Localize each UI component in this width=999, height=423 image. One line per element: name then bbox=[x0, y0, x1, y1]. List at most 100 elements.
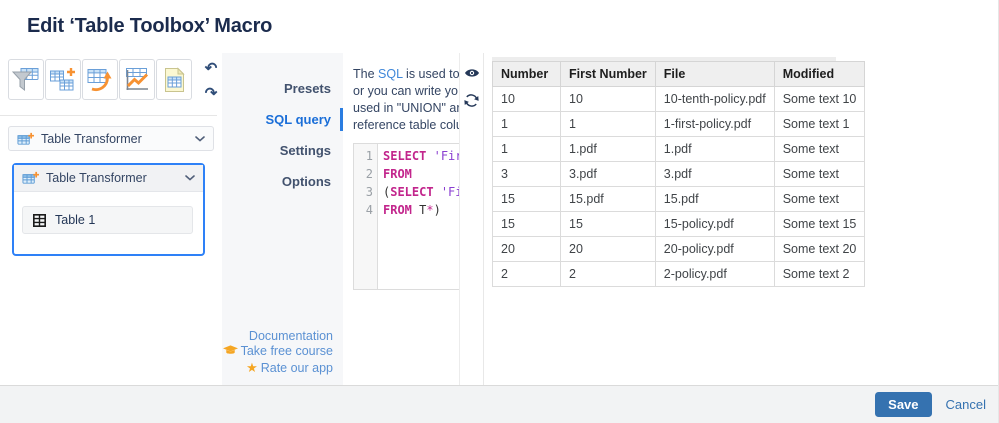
table-merger-icon bbox=[50, 67, 75, 90]
take-free-course-link-label: Take free course bbox=[240, 344, 333, 358]
nav-item-label: Presets bbox=[284, 81, 331, 96]
table-1-item[interactable]: Table 1 bbox=[22, 206, 193, 234]
documentation-link[interactable]: Documentation bbox=[223, 329, 333, 345]
table-cell: 15 bbox=[560, 211, 656, 237]
outer-dropdown-label: Table Transformer bbox=[41, 131, 142, 146]
table-cell: 20 bbox=[492, 236, 561, 262]
page-title: Edit ‘Table Toolbox’ Macro bbox=[27, 15, 273, 37]
table-cell: 3 bbox=[492, 161, 561, 187]
table-cell: 15.pdf bbox=[654, 186, 775, 212]
nav-item-label: SQL query bbox=[265, 112, 331, 127]
chart-from-table-icon bbox=[126, 67, 149, 90]
documentation-link-label: Documentation bbox=[248, 328, 333, 343]
dialog-footer: Save Cancel bbox=[0, 385, 998, 423]
sql-description-line: The SQL is used to bbox=[353, 66, 459, 83]
macro-structure-panel: ↶ ↷ Table Transformer bbox=[0, 53, 222, 385]
code-line: FROM T*) bbox=[383, 203, 441, 217]
table-filter-button[interactable] bbox=[8, 59, 44, 100]
table-excerpt-button[interactable] bbox=[156, 59, 192, 100]
nested-dropdown-label: Table Transformer bbox=[46, 171, 147, 185]
code-line: FROM bbox=[383, 167, 412, 181]
save-button[interactable]: Save bbox=[875, 392, 932, 417]
horizontal-scrollbar[interactable] bbox=[492, 57, 836, 61]
active-nav-indicator bbox=[340, 108, 343, 131]
table-grid-icon bbox=[33, 213, 46, 227]
table-cell: Some text bbox=[773, 186, 866, 212]
table-cell: Some text 10 bbox=[773, 86, 866, 112]
sql-doc-link[interactable]: SQL bbox=[378, 67, 403, 81]
sql-description-line: reference table colu bbox=[353, 118, 460, 132]
nav-item-sql-query[interactable]: SQL query bbox=[222, 104, 343, 135]
table-transformer-button[interactable] bbox=[82, 59, 118, 100]
table-cell: Some text bbox=[773, 136, 866, 162]
table-cell: 10 bbox=[492, 86, 561, 112]
table-merger-button[interactable] bbox=[45, 59, 81, 100]
nav-item-settings[interactable]: Settings bbox=[222, 135, 343, 166]
column-header: File bbox=[654, 61, 775, 87]
preview-eye-button[interactable] bbox=[463, 66, 481, 80]
graduation-cap-icon bbox=[222, 345, 238, 354]
table-cell: 20-policy.pdf bbox=[654, 236, 775, 262]
sql-description: The SQL is used to or you can write yo u… bbox=[353, 66, 459, 134]
chevron-down-icon bbox=[185, 175, 195, 181]
rate-our-app-link[interactable]: ★Rate our app bbox=[223, 360, 333, 377]
table-cell: 1.pdf bbox=[560, 136, 656, 162]
selected-macro-box: Table Transformer Table 1 bbox=[12, 163, 205, 256]
table-cell: 1 bbox=[492, 111, 561, 137]
table-cell: 3.pdf bbox=[560, 161, 656, 187]
chart-from-table-button[interactable] bbox=[119, 59, 155, 100]
description-text: The bbox=[353, 67, 379, 81]
nav-item-presets[interactable]: Presets bbox=[222, 73, 343, 104]
table-cell: 1 bbox=[492, 136, 561, 162]
table-cell: Some text bbox=[773, 161, 866, 187]
refresh-preview-button[interactable] bbox=[463, 93, 481, 107]
table-cell: 2-policy.pdf bbox=[654, 261, 775, 287]
table-cell: 2 bbox=[560, 261, 656, 287]
nav-item-label: Settings bbox=[279, 143, 331, 158]
table-cell: 15-policy.pdf bbox=[654, 211, 775, 237]
table-cell: 1.pdf bbox=[654, 136, 775, 162]
help-links: Documentation Take free course ★Rate our… bbox=[222, 329, 333, 377]
outer-macro-dropdown[interactable]: Table Transformer bbox=[8, 126, 214, 151]
table-cell: Some text 15 bbox=[773, 211, 866, 237]
table-cell: 2 bbox=[492, 261, 561, 287]
line-number: 1 bbox=[365, 149, 373, 163]
dialog-header: Edit ‘Table Toolbox’ Macro bbox=[0, 0, 998, 53]
code-line: SELECT 'Fir bbox=[383, 149, 460, 163]
sql-description-line: or you can write yo bbox=[353, 84, 458, 98]
sql-query-panel: The SQL is used to or you can write yo u… bbox=[343, 53, 460, 385]
preview-actions-strip bbox=[460, 53, 484, 385]
nav-item-options[interactable]: Options bbox=[222, 166, 343, 197]
chevron-down-icon bbox=[195, 135, 205, 142]
line-number: 3 bbox=[365, 185, 373, 199]
cancel-link[interactable]: Cancel bbox=[945, 397, 986, 412]
column-header: Number bbox=[492, 61, 561, 87]
table-cell: Some text 2 bbox=[773, 261, 866, 287]
table-transformer-mini-icon bbox=[17, 132, 34, 145]
column-header: Modified bbox=[773, 61, 866, 87]
undo-button[interactable]: ↶ bbox=[200, 60, 222, 77]
table-cell: 15.pdf bbox=[560, 186, 656, 212]
description-text: is used to bbox=[402, 67, 460, 81]
table-cell: 15 bbox=[492, 186, 561, 212]
take-free-course-link[interactable]: Take free course bbox=[222, 344, 333, 360]
redo-button[interactable]: ↷ bbox=[200, 85, 222, 102]
table-cell: 10 bbox=[560, 86, 656, 112]
table-cell: 15 bbox=[492, 211, 561, 237]
table-item-label: Table 1 bbox=[55, 213, 96, 227]
refresh-icon bbox=[464, 93, 479, 107]
nested-macro-dropdown[interactable]: Table Transformer bbox=[14, 165, 203, 192]
